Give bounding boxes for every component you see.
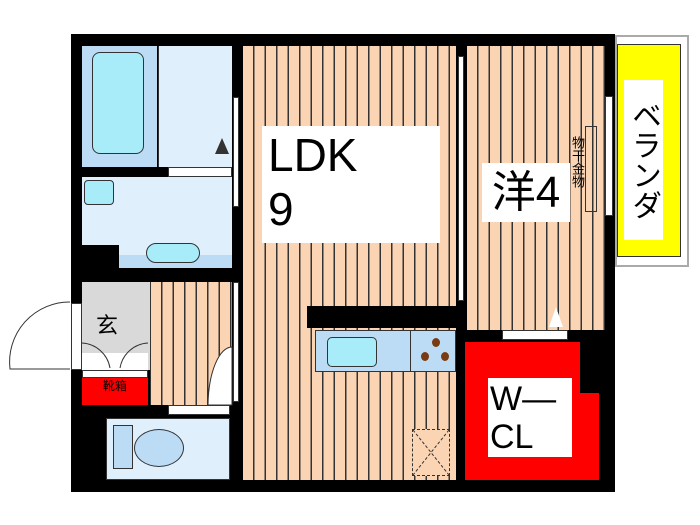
- shoe-box-door-area: [82, 353, 148, 370]
- shoe-box: 靴箱: [82, 378, 148, 405]
- cross-icon: [412, 429, 450, 476]
- burner-icon: [432, 338, 440, 347]
- door-arrow-icon: [215, 138, 229, 154]
- counter-divider: [410, 330, 411, 372]
- fridge-space: [412, 429, 450, 476]
- toilet-bowl-icon: [134, 429, 184, 467]
- hallway-floor: [150, 282, 232, 405]
- washroom-sliding-door: [233, 97, 239, 207]
- toilet-door: [168, 405, 230, 415]
- drying-rack: [585, 126, 597, 212]
- ldk-label: LDK 9: [262, 126, 440, 243]
- toilet-door-swing-icon: [207, 346, 233, 406]
- drying-rack-label: 物干金物: [570, 136, 585, 188]
- wash-basin-icon: [146, 243, 200, 263]
- shoe-box-top: [82, 370, 148, 378]
- entrance-door-icon[interactable]: [8, 300, 72, 372]
- hallway-door: [233, 282, 239, 402]
- bath-door: [168, 167, 232, 177]
- burner-icon: [441, 352, 449, 361]
- walk-in-closet-extension: [580, 393, 599, 480]
- bathtub-icon: [92, 52, 144, 154]
- ldk-name: LDK: [268, 129, 358, 181]
- closet-label-line2: CL: [490, 418, 534, 456]
- door-arrow-icon: [549, 307, 563, 327]
- ldk-size: 9: [268, 183, 294, 235]
- entrance-label: 玄: [96, 313, 119, 338]
- western-room-label: 洋4: [482, 163, 570, 222]
- toilet-tank-icon: [113, 425, 133, 469]
- washing-machine-icon: [84, 180, 114, 205]
- western-room-sliding-door: [458, 56, 464, 301]
- veranda-label: ベランダ: [624, 80, 663, 240]
- kitchen-wall: [307, 306, 456, 328]
- closet-label: W— CL: [488, 378, 572, 457]
- ldk-floor: [243, 46, 456, 480]
- veranda-window: [605, 96, 613, 216]
- entrance-door[interactable]: [71, 303, 82, 370]
- closet-label-line1: W—: [490, 380, 557, 418]
- closet-door: [502, 330, 568, 340]
- sink-icon: [327, 337, 377, 367]
- burner-icon: [421, 352, 429, 361]
- shoe-box-door-icon: [82, 342, 148, 369]
- wall-block: [82, 245, 119, 268]
